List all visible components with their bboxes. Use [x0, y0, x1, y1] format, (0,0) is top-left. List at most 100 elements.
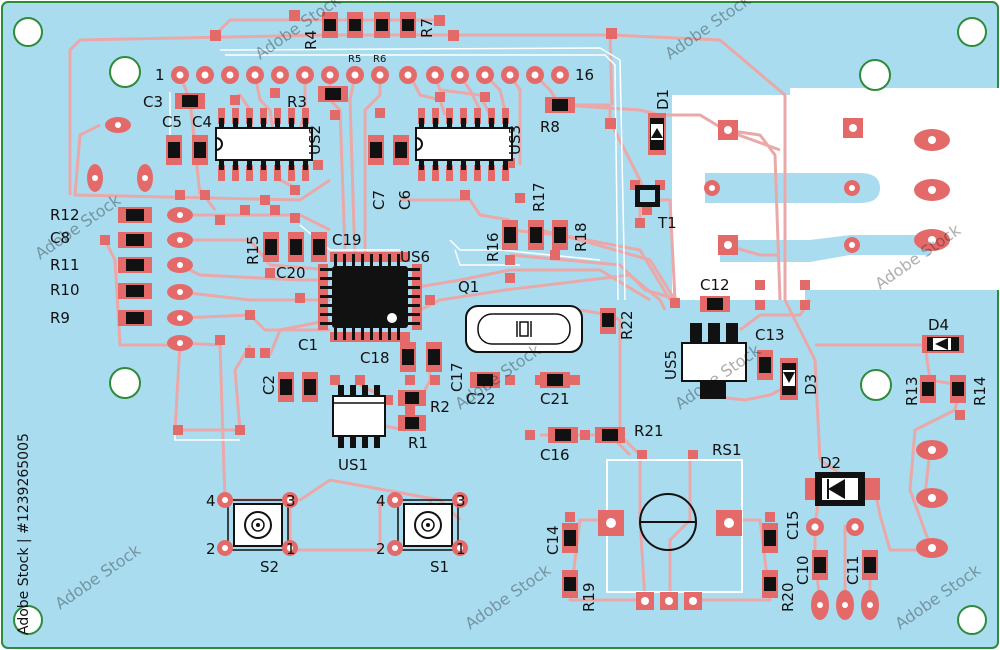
- label-us3: US3: [506, 125, 524, 155]
- label-r20: R20: [779, 582, 797, 612]
- mounting-hole: [109, 56, 141, 88]
- label-rs1: RS1: [712, 441, 742, 459]
- label-r10: R10: [50, 281, 80, 299]
- c5-capacitor: [166, 135, 182, 165]
- rs1-relay: [598, 459, 743, 610]
- label-d3: D3: [802, 374, 820, 395]
- r16-resistor: [502, 220, 518, 250]
- label-c7: C7: [370, 190, 388, 210]
- label-r4: R4: [302, 30, 320, 50]
- c3-capacitor: [175, 93, 205, 109]
- label-r17: R17: [530, 182, 548, 212]
- label-c2: C2: [260, 375, 278, 395]
- label-r13: R13: [903, 376, 921, 406]
- c12-capacitor: [700, 296, 730, 312]
- round-pad-holes: [92, 122, 936, 608]
- c10-capacitor: [812, 550, 828, 580]
- label-c18: C18: [360, 349, 390, 367]
- r11-resistor: [118, 257, 152, 273]
- header-pin-last-label: 16: [575, 66, 594, 84]
- label-r18: R18: [572, 222, 590, 252]
- label-r21: R21: [634, 422, 664, 440]
- c22-capacitor: [470, 372, 500, 388]
- s2-switch: [217, 492, 298, 556]
- smd-components: [100, 12, 966, 598]
- label-r12: R12: [50, 206, 80, 224]
- r5-resistor: [347, 12, 363, 38]
- c19-capacitor: [311, 232, 327, 262]
- c15-capacitor: [762, 523, 778, 553]
- label-r5: R5: [348, 54, 361, 65]
- s2-pin-4: 4: [206, 492, 216, 510]
- s1-pin-4: 4: [376, 492, 386, 510]
- s2-pin-2: 2: [206, 540, 216, 558]
- c6-capacitor: [393, 135, 409, 165]
- r17-resistor: [528, 220, 544, 250]
- r21-resistor: [595, 427, 625, 443]
- us3-chip: [415, 108, 513, 181]
- d2-diode: [805, 472, 880, 506]
- mounting-hole: [13, 605, 43, 635]
- mounting-hole: [957, 17, 987, 47]
- label-c12: C12: [700, 276, 730, 294]
- label-c4: C4: [192, 113, 212, 131]
- label-r19: R19: [580, 582, 598, 612]
- d4-diode: [922, 335, 964, 353]
- t1-transistor: [630, 180, 665, 215]
- label-c16: C16: [540, 446, 570, 464]
- label-c8: C8: [50, 229, 70, 247]
- r12-resistor: [118, 207, 152, 223]
- label-us1: US1: [338, 456, 368, 474]
- label-r7: R7: [418, 18, 436, 38]
- inner-holes: [109, 56, 892, 401]
- s2-pin-3: 3: [286, 492, 296, 510]
- vias: [173, 10, 965, 522]
- us6-microcontroller: [318, 252, 422, 342]
- c13-capacitor: [757, 350, 773, 380]
- s1-pin-1: 1: [456, 540, 466, 558]
- d1-diode: [648, 113, 666, 155]
- label-d1: D1: [654, 89, 672, 110]
- r14-resistor: [950, 375, 966, 403]
- us2-chip: [215, 108, 313, 181]
- c16-capacitor: [548, 427, 578, 443]
- label-c20: C20: [276, 264, 306, 282]
- r1-resistor: [398, 415, 426, 431]
- relay-pads: [704, 118, 950, 255]
- r7-resistor: [400, 12, 416, 38]
- label-r14: R14: [971, 376, 989, 406]
- r6-resistor: [374, 12, 390, 38]
- q1-crystal: [465, 305, 583, 353]
- label-c5: C5: [162, 113, 182, 131]
- mounting-hole: [109, 367, 141, 399]
- c20-capacitor: [288, 232, 304, 262]
- label-r16: R16: [484, 232, 502, 262]
- us1-chip: [332, 385, 386, 448]
- c18-capacitor: [400, 342, 416, 372]
- label-us6: US6: [400, 248, 430, 266]
- r13-resistor: [920, 375, 936, 403]
- label-c13: C13: [755, 326, 785, 344]
- r8-resistor: [545, 97, 575, 113]
- label-c11: C11: [844, 555, 862, 585]
- c2-capacitor: [278, 372, 294, 402]
- mounting-hole: [860, 369, 892, 401]
- c1-capacitor: [302, 372, 318, 402]
- header-connector: [171, 66, 569, 84]
- r2-resistor: [398, 390, 426, 406]
- label-r8: R8: [540, 118, 560, 136]
- label-r22: R22: [618, 310, 636, 340]
- s2-pin-1: 1: [286, 540, 296, 558]
- label-r15: R15: [244, 235, 262, 265]
- label-c17: C17: [448, 362, 466, 392]
- reference-labels: R4 R5 R6 R7 C3 R3 C5 C4 US2 US3 R8 D1 T1…: [50, 18, 989, 612]
- mounting-hole: [13, 17, 43, 47]
- stock-side-text: Adobe Stock | #1239265005: [16, 433, 32, 635]
- r20-resistor: [762, 570, 778, 598]
- label-c22: C22: [466, 390, 496, 408]
- label-c1: C1: [298, 336, 318, 354]
- label-q1: Q1: [458, 278, 479, 296]
- mounting-hole: [859, 59, 891, 91]
- us5-regulator: [681, 323, 747, 399]
